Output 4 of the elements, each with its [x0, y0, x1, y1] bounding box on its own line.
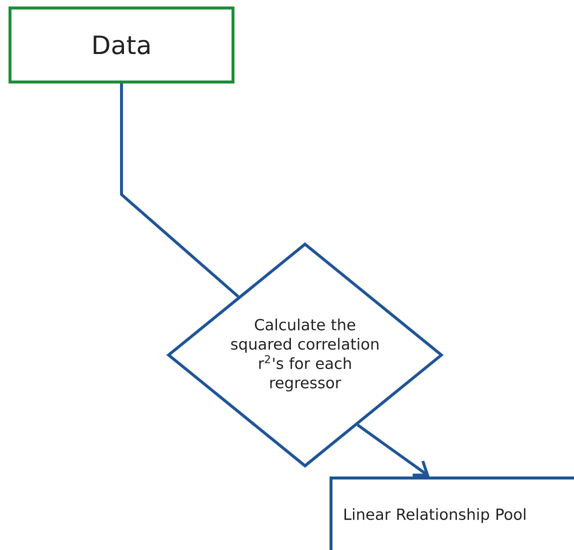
- connector-line: [120, 83, 240, 298]
- data-box: Data: [8, 6, 234, 84]
- process-box: Linear Relationship Pool: [330, 476, 574, 550]
- connector-arrow: [356, 424, 430, 477]
